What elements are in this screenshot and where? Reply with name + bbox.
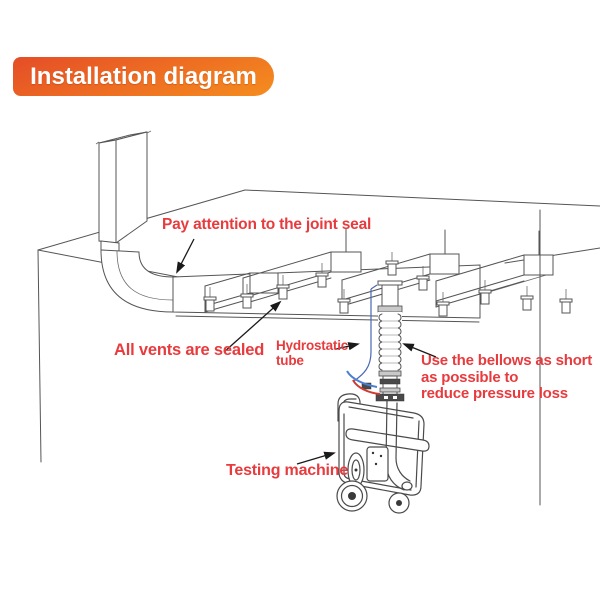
drop-duct — [375, 280, 405, 402]
arrow-hydrostatic — [335, 342, 360, 351]
machine-wheels — [336, 480, 410, 514]
wall-edge — [37, 249, 42, 463]
arrow-bellows — [402, 343, 437, 358]
bellows — [378, 312, 402, 371]
vent — [315, 263, 329, 288]
annotation-vents-sealed: All vents are sealed — [114, 341, 265, 359]
vent — [276, 275, 290, 300]
bellows-note-line1: Use the bellows as short — [421, 352, 593, 369]
hydrostatic-tube-line — [353, 284, 378, 382]
vent — [385, 252, 399, 276]
annotation-arrows — [176, 238, 437, 465]
vent — [337, 289, 351, 314]
branch-duct-4 — [435, 230, 554, 308]
vent — [203, 287, 217, 312]
title-banner: Installation diagram — [13, 57, 274, 96]
sealed-vents — [203, 252, 573, 317]
machine-panel — [366, 446, 389, 482]
vent — [559, 289, 573, 314]
vent — [240, 284, 254, 309]
testing-machine-drawing — [336, 382, 430, 514]
annotation-joint-seal: Pay attention to the joint seal — [162, 216, 372, 233]
vent — [478, 280, 492, 305]
hose-red — [352, 379, 381, 395]
arrow-joint-seal — [176, 238, 195, 274]
arrow-testing-machine — [296, 451, 336, 465]
hose-blue — [346, 370, 378, 388]
vent — [520, 286, 534, 311]
vent — [416, 266, 430, 291]
arrow-vents — [223, 300, 282, 353]
annotation-hydrostatic-tube: Hydrostatic tube — [276, 338, 349, 368]
bellows-note-line2: as possible to — [421, 368, 519, 386]
riser-duct — [95, 130, 152, 253]
page-title: Installation diagram — [30, 62, 257, 90]
vent — [436, 292, 450, 317]
annotation-bellows-note: Use the bellows as short as possible to … — [421, 352, 593, 403]
annotation-testing-machine: Testing machine — [226, 462, 349, 479]
bellows-note-line3: reduce pressure loss — [421, 385, 568, 402]
duct-elbow — [100, 249, 174, 313]
